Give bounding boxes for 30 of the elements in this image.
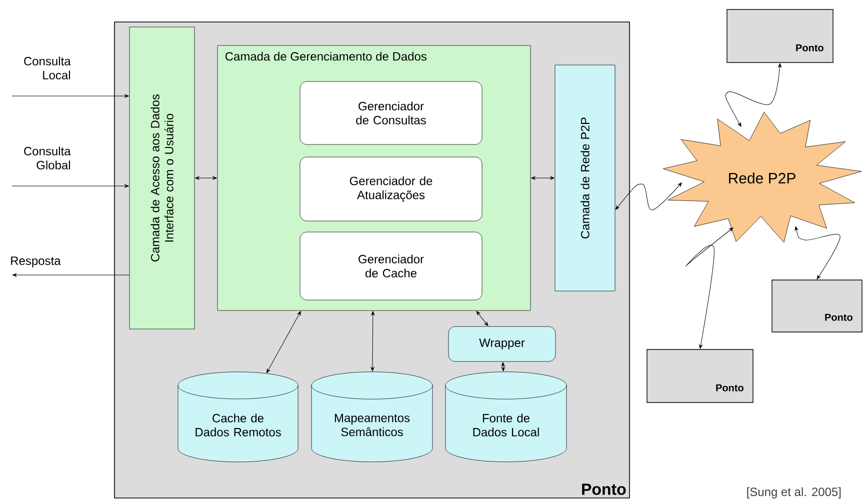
component-box: Gerenciador de Consultas bbox=[300, 81, 482, 145]
peer-box: Ponto bbox=[772, 280, 862, 332]
arrow bbox=[686, 227, 734, 349]
component-box: Gerenciador de Cache bbox=[300, 232, 482, 300]
layer-box: Camada de Rede P2P bbox=[554, 64, 616, 292]
component-box: Wrapper bbox=[448, 326, 556, 362]
arrow bbox=[195, 176, 217, 180]
network-starburst: Rede P2P bbox=[662, 112, 862, 243]
arrow bbox=[12, 273, 130, 277]
database-cylinder: Fonte de Dados Local bbox=[445, 372, 567, 462]
database-cylinder: Mapeamentos Semânticos bbox=[311, 372, 433, 462]
arrow bbox=[12, 94, 129, 98]
arrow bbox=[370, 311, 375, 372]
database-cylinder: Cache de Dados Remotos bbox=[178, 372, 298, 462]
arrow bbox=[531, 176, 554, 180]
arrow bbox=[501, 362, 505, 372]
edge-label: Consulta Global bbox=[24, 146, 71, 170]
peer-box: Ponto bbox=[726, 9, 834, 63]
arrow bbox=[725, 63, 782, 127]
arrow bbox=[12, 184, 129, 188]
component-box: Gerenciador de Atualizações bbox=[300, 156, 482, 222]
arrow bbox=[794, 226, 840, 280]
arrow bbox=[266, 311, 301, 374]
edge-label: Consulta Local bbox=[24, 56, 71, 80]
arrow bbox=[615, 182, 682, 210]
layer-box: Camada de Acesso aos Dados Interface com o Usuário bbox=[129, 26, 195, 330]
peer-box: Ponto bbox=[646, 349, 754, 403]
arrow bbox=[476, 310, 488, 326]
citation: [Sung et al. 2005] bbox=[747, 487, 841, 498]
edge-label: Resposta bbox=[11, 256, 61, 268]
